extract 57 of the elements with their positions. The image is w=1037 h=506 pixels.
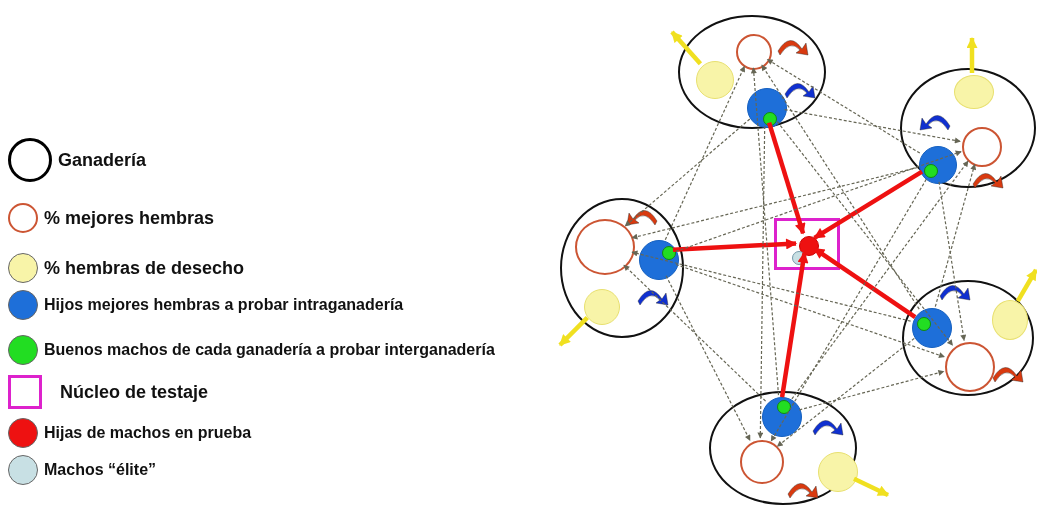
- sons-circle: [919, 146, 957, 184]
- cull-females-circle: [818, 452, 858, 492]
- dashed-arrow: [750, 67, 780, 396]
- legend-label: Ganadería: [58, 149, 147, 171]
- best-females-ring: [736, 34, 772, 70]
- cull-females-circle: [992, 300, 1028, 340]
- dashed-arrow: [631, 250, 912, 322]
- legend-label: Hijas de machos en prueba: [44, 424, 252, 442]
- sons-circle: [912, 308, 952, 348]
- thick-arrow: [779, 251, 809, 398]
- dashed-arrow: [776, 121, 954, 346]
- legend-label: % mejores hembras: [44, 207, 215, 229]
- good-males-dot: [777, 400, 791, 414]
- dashed-arrow: [766, 58, 921, 154]
- thick-arrow: [558, 316, 589, 347]
- legend-label: Hijos mejores hembras a probar intraganadería: [44, 296, 404, 314]
- dashed-arrow: [624, 118, 751, 227]
- dashed-arrow: [665, 275, 751, 441]
- thick-arrow: [670, 30, 703, 66]
- thick-arrow: [1015, 268, 1037, 303]
- dashed-arrow: [675, 263, 945, 358]
- thick-arrow: [766, 122, 806, 235]
- cull-females-circle: [696, 61, 734, 99]
- sons-circle: [639, 240, 679, 280]
- dashed-arrow: [798, 369, 945, 411]
- dashed-arrow: [791, 160, 969, 400]
- thick-arrow: [813, 169, 924, 240]
- testing-nucleus-box: [774, 218, 840, 270]
- dashed-arrow: [623, 264, 767, 402]
- dashed-arrow: [770, 178, 927, 442]
- sons-circle: [747, 88, 787, 128]
- good-males-dot: [917, 317, 931, 331]
- dashed-arrow: [784, 109, 961, 144]
- thick-arrow: [966, 36, 978, 73]
- dashed-arrow: [776, 337, 915, 447]
- good-males-dot: [924, 164, 938, 178]
- best-females-ring: [740, 440, 784, 484]
- thick-arrow: [853, 476, 889, 498]
- good-males-dot: [763, 112, 777, 126]
- legend-label: Núcleo de testaje: [60, 381, 209, 403]
- thick-arrow: [672, 238, 798, 252]
- legend-label: Machos “élite”: [44, 461, 157, 479]
- legend-label: Buenos machos de cada ganadería a probar interganadería: [44, 341, 495, 359]
- thick-arrow: [813, 246, 917, 319]
- dashed-arrow: [675, 150, 962, 252]
- good-males-dot: [662, 246, 676, 260]
- dashed-arrow: [631, 166, 919, 240]
- cull-females-circle: [954, 75, 994, 109]
- sons-circle: [762, 397, 802, 437]
- legend-label: % hembras de desecho: [44, 257, 245, 279]
- best-females-ring: [962, 127, 1002, 167]
- dashed-arrow: [664, 65, 746, 241]
- dashed-arrow: [761, 64, 920, 310]
- dashed-arrow: [938, 181, 967, 341]
- dashed-arrow: [934, 163, 977, 308]
- dashed-arrow: [757, 125, 766, 439]
- cull-females-circle: [584, 289, 620, 325]
